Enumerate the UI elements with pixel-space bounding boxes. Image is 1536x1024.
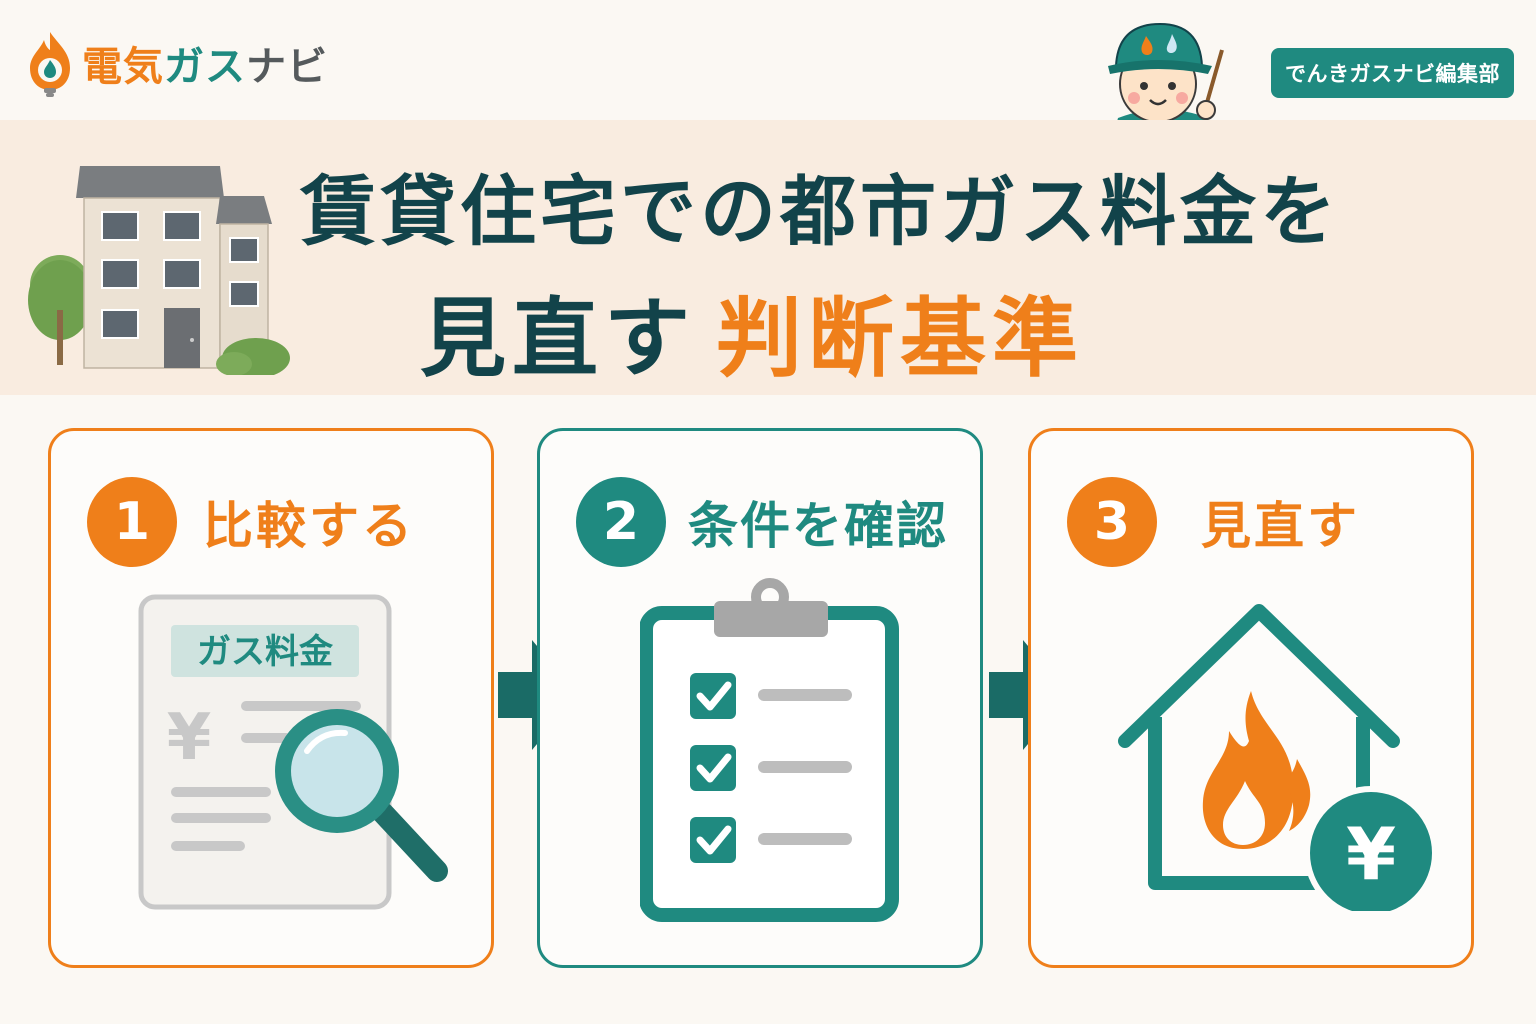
title-accent: 判断基準 xyxy=(716,289,1084,389)
title-main: 見直す xyxy=(420,289,696,389)
step-header: 2 条件を確認 xyxy=(576,477,948,567)
brand-logo[interactable]: 電気ガスナビ xyxy=(24,28,328,98)
logo-text: 電気ガスナビ xyxy=(82,44,328,90)
building-icon xyxy=(28,166,290,375)
step-card-check-conditions: 2 条件を確認 xyxy=(537,428,983,968)
step-number: 2 xyxy=(576,477,666,567)
document-icon: ガス料金 ¥ xyxy=(138,594,448,910)
step-label: 比較する xyxy=(203,497,415,555)
page-title-line2: 見直す判断基準 xyxy=(420,268,1420,393)
step-label: 見直す xyxy=(1201,497,1360,555)
step-header: 3 見直す xyxy=(1067,477,1360,567)
doc-yen: ¥ xyxy=(167,701,212,775)
step-card-review: 3 見直す ¥ xyxy=(1028,428,1474,968)
step-header: 1 比較する xyxy=(87,477,415,567)
step-label: 条件を確認 xyxy=(688,497,948,555)
page-title-line1: 賃貸住宅での都市ガス料金を xyxy=(300,167,1340,256)
step-number: 3 xyxy=(1067,477,1157,567)
step-number: 1 xyxy=(87,477,177,567)
flame-bulb-logo-icon xyxy=(30,32,70,97)
doc-label: ガス料金 xyxy=(197,632,334,672)
mascot-icon xyxy=(1108,22,1224,136)
clipboard-checklist-icon xyxy=(640,578,899,922)
step-card-compare: 1 比較する ガス料金 ¥ xyxy=(48,428,494,968)
house-flame-yen-icon: ¥ xyxy=(1118,604,1438,911)
editor-badge: でんきガスナビ編集部 xyxy=(1271,48,1514,98)
yen-symbol: ¥ xyxy=(1346,812,1396,896)
magnifier-icon xyxy=(275,709,448,882)
